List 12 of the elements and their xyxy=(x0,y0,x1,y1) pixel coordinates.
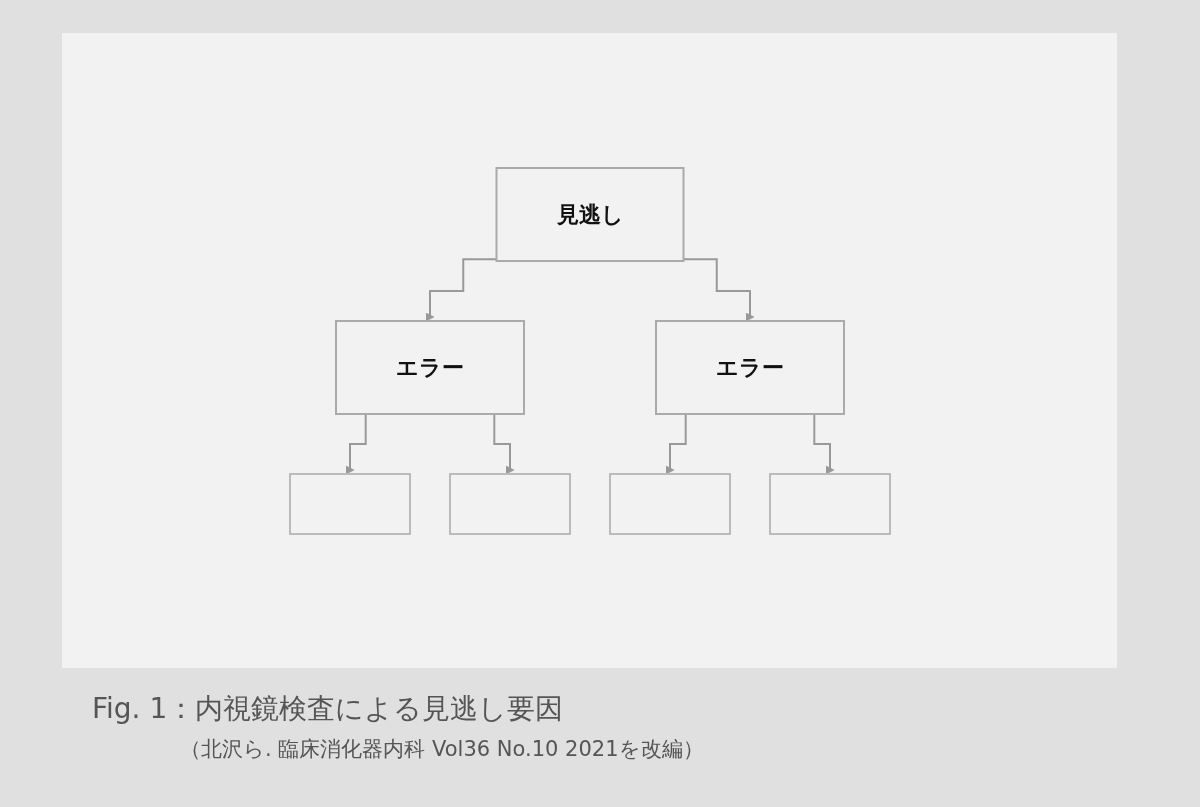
node-box xyxy=(448,472,571,535)
node-box xyxy=(608,472,731,535)
node-box xyxy=(495,166,684,262)
node-box xyxy=(768,472,891,535)
node-box xyxy=(334,319,525,415)
figure-caption: Fig. 1：内視鏡検査による見逃し要因 xyxy=(92,691,564,727)
source-note: （北沢ら. 臨床消化器内科 Vol36 No.10 2021を改編） xyxy=(180,736,704,763)
flowchart: 見逃し エラー エラー xyxy=(281,159,898,542)
node-box xyxy=(288,472,411,535)
node-box xyxy=(654,319,845,415)
arrow xyxy=(425,257,497,321)
arrow xyxy=(682,257,754,321)
